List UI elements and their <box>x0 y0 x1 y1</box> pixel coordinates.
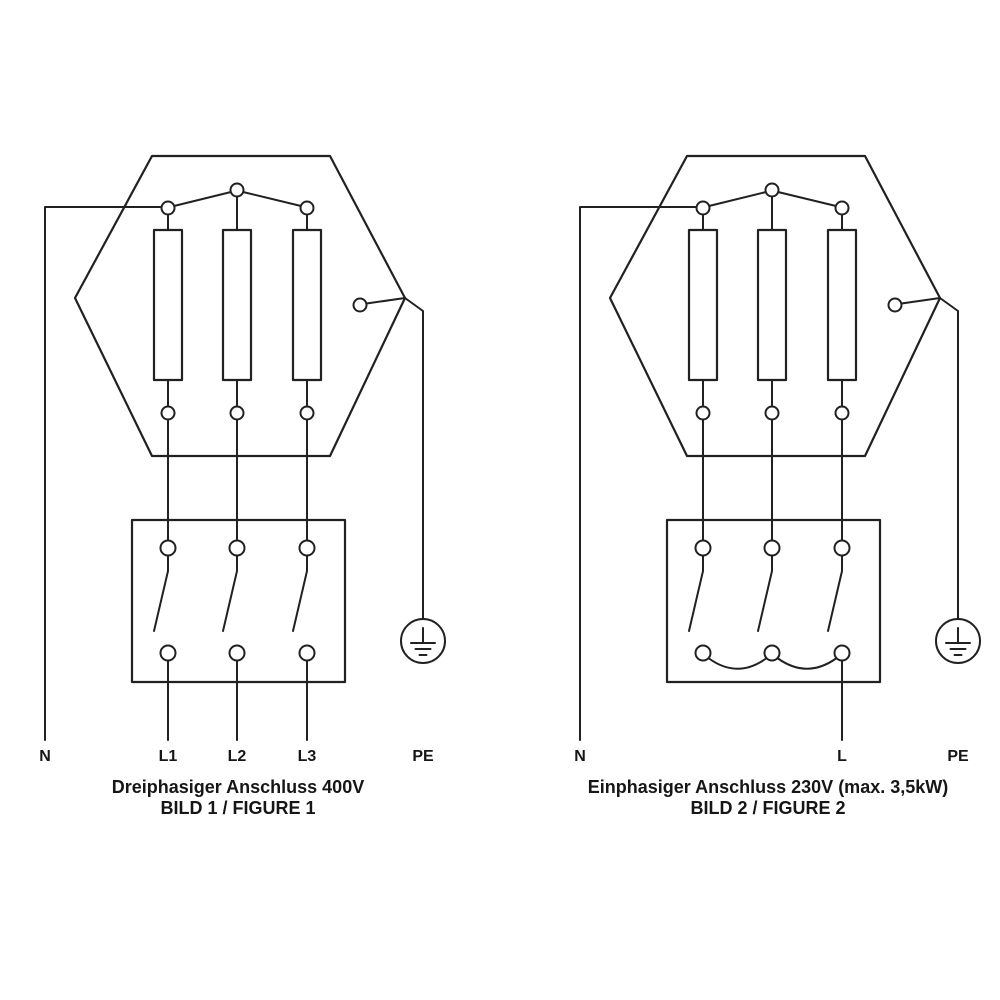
element1-top-terminal <box>695 200 711 216</box>
terminal-label-n: N <box>39 748 51 765</box>
block-bottom-terminal-2 <box>228 644 246 662</box>
heating-element-3 <box>291 228 323 382</box>
element3-top-terminal <box>299 200 315 216</box>
heating-element-1 <box>152 228 184 382</box>
figure-2: N L PE Einphasiger Anschluss 230V (max. … <box>574 154 981 818</box>
terminal-label-n: N <box>574 748 586 765</box>
element1-bottom-terminal <box>695 405 711 421</box>
switch-contact-3 <box>292 554 308 632</box>
terminal-label-l1: L1 <box>159 748 178 765</box>
bridge-link-2 <box>777 657 837 670</box>
heating-element-3 <box>826 228 858 382</box>
heating-element-1 <box>687 228 719 382</box>
terminal-label-pe: PE <box>412 748 434 765</box>
star-point-terminal <box>764 182 780 198</box>
block-bottom-terminal-1 <box>694 644 712 662</box>
star-link-left <box>708 191 767 207</box>
terminal-block <box>130 518 347 684</box>
figure1-subcaption: BILD 1 / FIGURE 1 <box>160 798 315 818</box>
pe-housing-terminal <box>352 297 368 313</box>
figure-1: N L1 L2 L3 PE Dreiphasiger Anschluss 400… <box>39 154 446 818</box>
star-link-left <box>173 191 232 207</box>
switch-contact-1 <box>688 554 704 632</box>
wire-pe-stub <box>365 297 406 305</box>
block-top-terminal-2 <box>228 539 246 557</box>
figure2-caption: Einphasiger Anschluss 230V (max. 3,5kW) <box>588 777 948 797</box>
terminal-label-pe: PE <box>947 748 969 765</box>
switch-contact-1 <box>153 554 169 632</box>
figure1-caption: Dreiphasiger Anschluss 400V <box>112 777 364 797</box>
heating-element-2 <box>221 228 253 382</box>
block-bottom-terminal-1 <box>159 644 177 662</box>
bridge-link-1 <box>708 657 767 670</box>
switch-contact-2 <box>757 554 773 632</box>
block-bottom-terminal-3 <box>298 644 316 662</box>
pe-housing-terminal <box>887 297 903 313</box>
element3-top-terminal <box>834 200 850 216</box>
star-point-terminal <box>229 182 245 198</box>
element1-top-terminal <box>160 200 176 216</box>
block-top-terminal-1 <box>159 539 177 557</box>
switch-contact-3 <box>827 554 843 632</box>
earth-ground-icon <box>935 618 981 664</box>
star-link-right <box>777 191 837 207</box>
block-bottom-terminal-2 <box>763 644 781 662</box>
terminal-block <box>665 518 882 684</box>
housing-outline <box>608 154 942 458</box>
wire-pe <box>404 297 424 620</box>
wire-pe <box>939 297 959 620</box>
element3-bottom-terminal <box>834 405 850 421</box>
element3-bottom-terminal <box>299 405 315 421</box>
element2-bottom-terminal <box>229 405 245 421</box>
block-top-terminal-3 <box>298 539 316 557</box>
block-top-terminal-1 <box>694 539 712 557</box>
wire-neutral <box>579 206 698 741</box>
block-bottom-terminal-3 <box>833 644 851 662</box>
block-top-terminal-3 <box>833 539 851 557</box>
heating-element-2 <box>756 228 788 382</box>
earth-ground-icon <box>400 618 446 664</box>
switch-contact-2 <box>222 554 238 632</box>
element2-bottom-terminal <box>764 405 780 421</box>
housing-outline <box>73 154 407 458</box>
block-top-terminal-2 <box>763 539 781 557</box>
wire-pe-stub <box>900 297 941 305</box>
terminal-label-l: L <box>837 748 847 765</box>
element1-bottom-terminal <box>160 405 176 421</box>
terminal-label-l3: L3 <box>298 748 317 765</box>
wire-neutral <box>44 206 163 741</box>
figure2-subcaption: BILD 2 / FIGURE 2 <box>690 798 845 818</box>
terminal-label-l2: L2 <box>228 748 247 765</box>
star-link-right <box>242 191 302 207</box>
